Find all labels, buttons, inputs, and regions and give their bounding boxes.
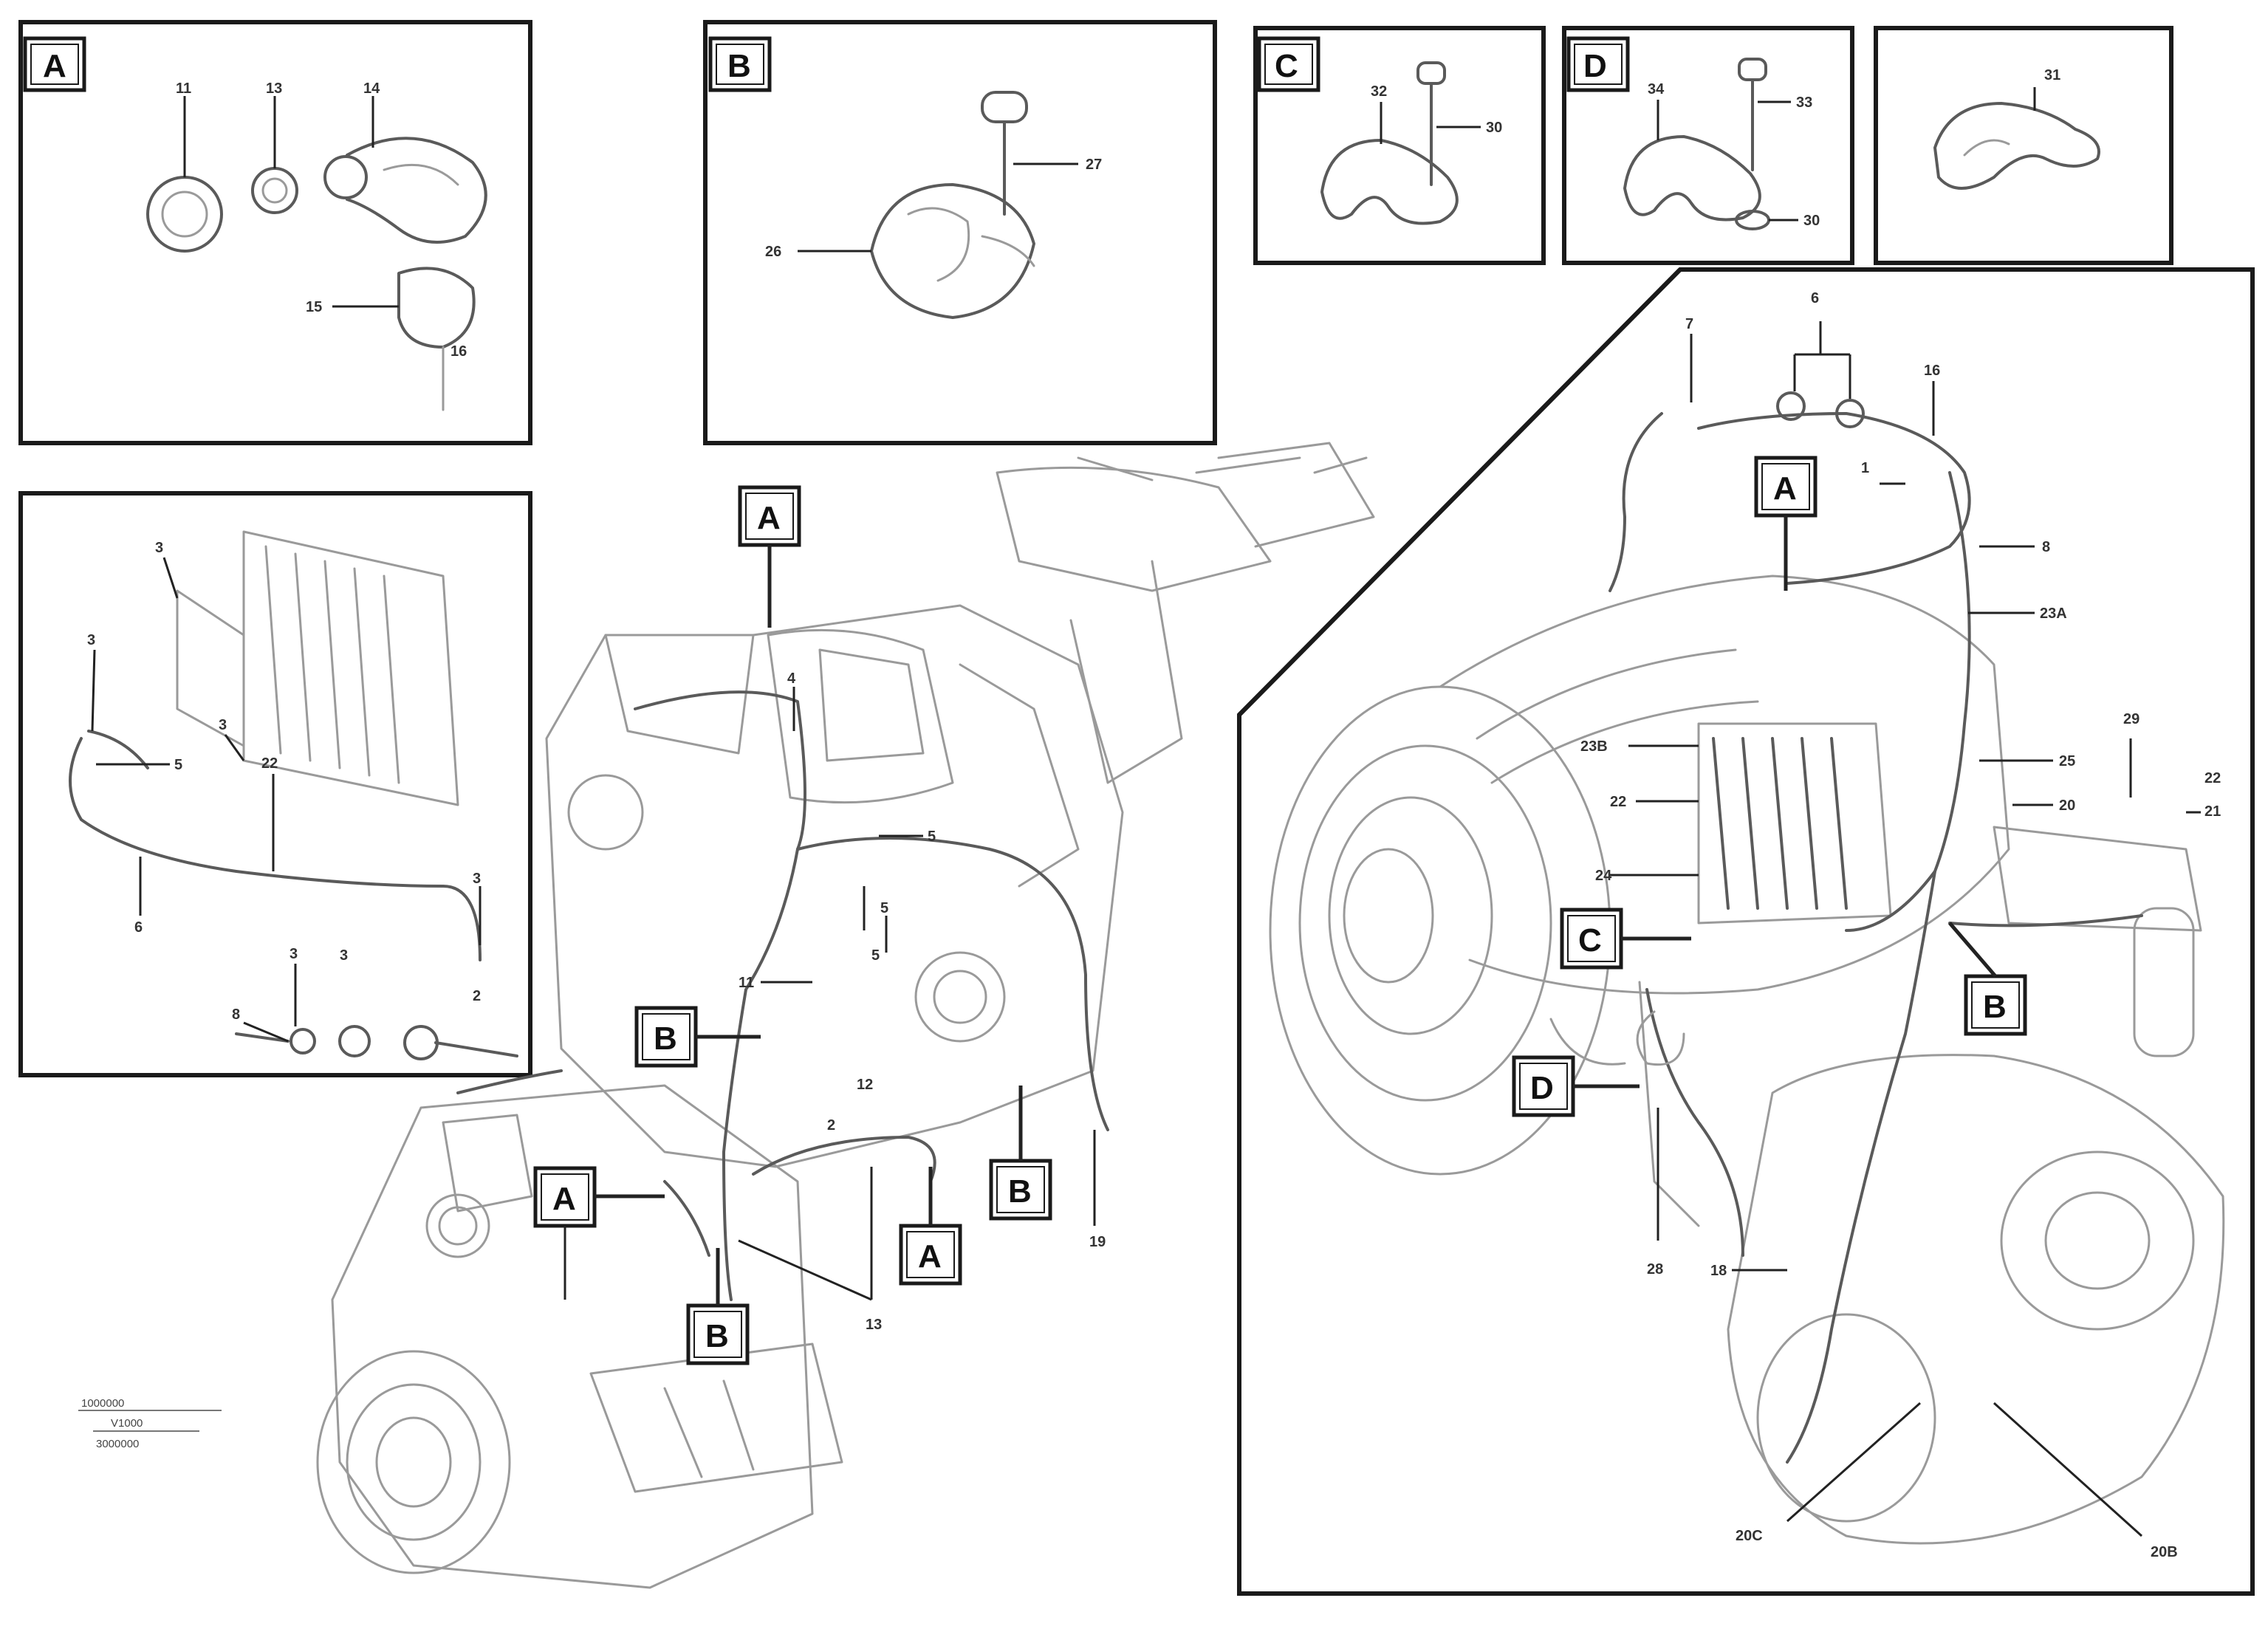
part-number-20: 20: [2059, 798, 2075, 814]
main-callout-b-right: B: [989, 1086, 1052, 1221]
main-callout-a-bottom: A: [899, 1167, 962, 1286]
part-number-11: 11: [176, 80, 191, 97]
svg-text:B: B: [705, 1318, 729, 1354]
part-number-4: 4: [787, 671, 796, 687]
part-number-27: 27: [1086, 157, 1102, 173]
part-number-1: 1: [1861, 460, 1869, 476]
svg-text:A: A: [757, 500, 781, 536]
part-number-22: 22: [261, 755, 278, 772]
part-number-6: 6: [134, 919, 143, 936]
svg-text:A: A: [1773, 470, 1797, 507]
detail-view-c-label: C: [1275, 48, 1298, 84]
part-number-5: 5: [174, 757, 182, 773]
svg-text:B: B: [654, 1021, 677, 1057]
part-number-28: 28: [1647, 1261, 1663, 1278]
part-number-23b: 23B: [1580, 738, 1608, 755]
main-callout-b-left: B: [634, 1006, 761, 1068]
svg-text:3000000: 3000000: [96, 1438, 139, 1450]
detail-view-a-label: A: [43, 48, 66, 84]
part-number-22: 22: [1610, 794, 1626, 810]
part-number-13: 13: [866, 1317, 882, 1333]
part-number-30-d: 30: [1803, 213, 1820, 229]
part-number-8: 8: [232, 1006, 240, 1023]
left-inset: 3 3 5 6 3 22 3 3 3 2 8: [18, 491, 532, 1077]
part-number-29: 29: [2123, 711, 2139, 727]
main-assembly-view: A B A A B: [78, 442, 1375, 1589]
right-callout-d: D: [1512, 1055, 1640, 1117]
part-number-19: 19: [1089, 1234, 1106, 1250]
part-number-20b: 20B: [2151, 1544, 2178, 1560]
right-callout-c: C: [1560, 908, 1691, 970]
detail-view-c-parts-sketch: [1320, 61, 1459, 225]
part-number-12: 12: [857, 1077, 873, 1093]
left-inset-sketch: [69, 530, 518, 1060]
detail-view-b-label: B: [727, 48, 751, 84]
svg-text:B: B: [1983, 989, 2007, 1025]
detail-view-e: 31: [1874, 26, 2173, 265]
detail-view-b-parts-sketch: [870, 91, 1035, 319]
part-number-3-e: 3: [290, 946, 298, 962]
part-number-5-a: 5: [928, 829, 936, 845]
document-reference: 1000000 V1000 3000000: [78, 1397, 222, 1450]
right-callout-a: A: [1754, 456, 1818, 591]
svg-text:B: B: [1008, 1173, 1032, 1210]
part-number-30: 30: [1486, 120, 1502, 136]
svg-text:C: C: [1578, 922, 1602, 958]
part-number-11: 11: [739, 975, 754, 991]
part-number-18: 18: [1710, 1263, 1727, 1279]
svg-text:A: A: [552, 1181, 576, 1217]
part-number-16: 16: [450, 343, 467, 360]
part-number-5-b: 5: [880, 900, 888, 916]
part-number-7: 7: [1685, 316, 1693, 332]
detail-view-b: B 27 26: [703, 20, 1217, 445]
main-assembly-sketch: [316, 442, 1375, 1589]
right-inset-part-numbers: 7 6 16 1 8 23A 23B 22 24 25 20 29: [1580, 290, 2221, 1560]
part-number-22-b: 22: [2204, 770, 2221, 786]
main-callout-a-top: A: [738, 485, 801, 628]
part-number-5-c: 5: [871, 947, 880, 964]
main-part-numbers: 4 5 5 11 12 19 2 5 13: [738, 671, 1106, 1333]
part-number-8: 8: [2042, 539, 2050, 555]
part-number-24: 24: [1595, 868, 1612, 884]
detail-view-d: D 34 33 30: [1562, 26, 1854, 265]
svg-text:1000000: 1000000: [81, 1397, 124, 1410]
part-number-20c: 20C: [1736, 1528, 1763, 1544]
part-number-16: 16: [1924, 363, 1940, 379]
part-number-33: 33: [1796, 95, 1812, 111]
part-number-13: 13: [266, 80, 282, 97]
svg-text:A: A: [918, 1238, 942, 1275]
right-inset-sketch: [1269, 391, 2225, 1545]
part-number-14: 14: [363, 80, 380, 97]
detail-view-e-parts-sketch: [1933, 102, 2100, 190]
part-number-25: 25: [2059, 753, 2075, 769]
part-number-15: 15: [306, 299, 322, 315]
part-number-26: 26: [765, 244, 781, 260]
part-number-2: 2: [827, 1117, 835, 1134]
right-inset: A C D B 7 6: [1237, 267, 2255, 1596]
detail-view-a-part-numbers: 11 13 14 15 16: [176, 80, 467, 360]
detail-view-c: C 32 30: [1253, 26, 1546, 265]
right-callout-b: B: [1948, 922, 2027, 1036]
part-number-3-b: 3: [87, 632, 95, 648]
part-number-3-f: 3: [340, 947, 348, 964]
detail-view-d-parts-sketch: [1623, 58, 1770, 230]
left-inset-part-numbers: 3 3 5 6 3 22 3 3 3 2 8: [87, 540, 482, 1043]
part-number-32: 32: [1371, 83, 1387, 100]
svg-text:D: D: [1530, 1070, 1554, 1106]
part-number-3-a: 3: [155, 540, 163, 556]
part-number-3-c: 3: [219, 717, 227, 733]
svg-text:V1000: V1000: [111, 1417, 143, 1430]
part-number-31: 31: [2044, 67, 2060, 83]
detail-view-d-label: D: [1583, 48, 1607, 84]
part-number-21: 21: [2204, 803, 2221, 820]
part-number-23a: 23A: [2040, 606, 2067, 622]
part-number-6: 6: [1811, 290, 1819, 306]
part-number-34: 34: [1648, 81, 1665, 97]
part-number-3-d: 3: [473, 871, 481, 887]
part-number-2: 2: [473, 988, 481, 1004]
detail-view-a: A 11 13 14 15 16: [18, 20, 532, 445]
main-callout-b-bottom: B: [686, 1248, 750, 1365]
main-callout-a-left: A: [533, 1166, 665, 1300]
